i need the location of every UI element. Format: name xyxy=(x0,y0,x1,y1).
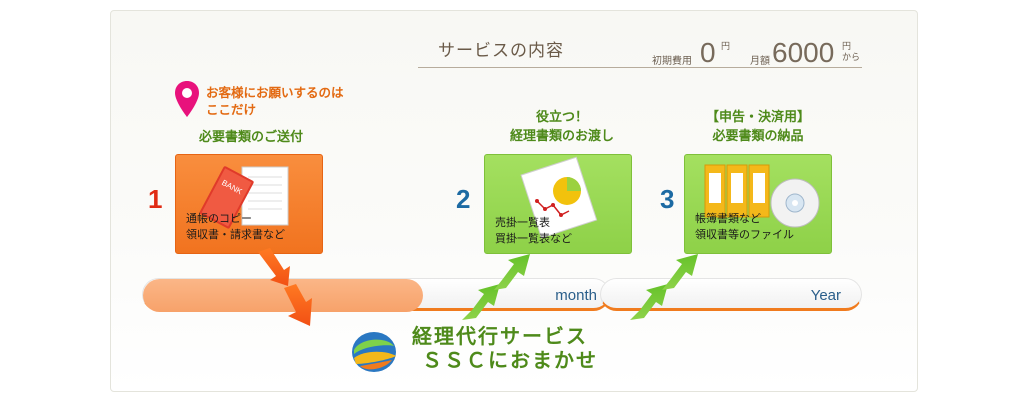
month-progress-fill xyxy=(143,279,423,312)
step2-heading-line2: 経理書類のお渡し xyxy=(509,129,614,144)
year-track: Year xyxy=(600,278,862,311)
service-timeline: month Year xyxy=(142,278,862,315)
step3-heading-line1: 【申告・決済用】 xyxy=(705,110,810,125)
ssc-logo-icon xyxy=(350,330,398,374)
month-track: month xyxy=(142,278,610,312)
step1-number: 1 xyxy=(148,184,163,214)
step3-text-line1: 帳簿書類など xyxy=(695,212,761,225)
step1-text-line1: 通帳のコピー xyxy=(186,212,252,225)
monthly-fee-unit: 円 xyxy=(842,42,852,52)
step2-text-line1: 売掛一覧表 xyxy=(495,216,550,229)
year-label: Year xyxy=(810,287,841,304)
page-title: サービスの内容 xyxy=(438,41,564,61)
initial-fee-label: 初期費用 xyxy=(652,56,692,67)
title-divider xyxy=(418,67,862,68)
step2-card: 売掛一覧表 買掛一覧表など xyxy=(484,154,632,254)
brand-text: 経理代行サービス ＳＳＣにおまかせ xyxy=(412,324,598,372)
step3-number: 3 xyxy=(660,184,675,214)
step3-heading-line2: 必要書類の納品 xyxy=(712,129,804,144)
binder-files-icon xyxy=(704,164,820,228)
step1-card-text: 通帳のコピー 領収書・請求書など xyxy=(186,211,285,243)
step1-heading-line2: 必要書類のご送付 xyxy=(198,130,303,145)
step2-heading-line1: 役立つ！ xyxy=(535,110,588,125)
step1-card: BANK 通帳のコピー 領収書・請求書など xyxy=(175,154,323,254)
initial-fee-unit: 円 xyxy=(721,42,731,52)
step2-number: 2 xyxy=(456,184,471,214)
step1-text-line2: 領収書・請求書など xyxy=(186,228,285,241)
step3-card-text: 帳簿書類など 領収書等のファイル xyxy=(695,211,794,243)
step1-heading: 必要書類のご送付 xyxy=(176,128,326,147)
monthly-fee-label: 月額 xyxy=(750,56,770,67)
cd-disc-icon xyxy=(770,178,820,228)
pie-chart-document-icon xyxy=(520,156,598,239)
month-label: month xyxy=(555,287,597,304)
step3-text-line2: 領収書等のファイル xyxy=(695,228,794,241)
customer-note-line1: お客様にお願いするのは xyxy=(206,85,344,100)
step2-card-text: 売掛一覧表 買掛一覧表など xyxy=(495,215,572,247)
monthly-fee-unit-suffix: から xyxy=(842,53,861,63)
step3-heading: 【申告・決済用】 必要書類の納品 xyxy=(684,108,832,146)
step2-text-line2: 買掛一覧表など xyxy=(495,232,572,245)
brand-line2: ＳＳＣにおまかせ xyxy=(422,348,598,372)
map-pin-icon xyxy=(174,80,200,118)
monthly-fee-value: 6000 xyxy=(772,37,835,68)
initial-fee-value: 0 xyxy=(700,37,716,68)
step2-heading: 役立つ！ 経理書類のお渡し xyxy=(484,108,640,146)
customer-note-line2: ここだけ xyxy=(206,102,257,117)
customer-note: お客様にお願いするのは ここだけ xyxy=(206,84,344,118)
brand-line1: 経理代行サービス xyxy=(412,324,588,348)
step3-card: 帳簿書類など 領収書等のファイル xyxy=(684,154,832,254)
bankbook-icon: BANK xyxy=(199,166,289,229)
